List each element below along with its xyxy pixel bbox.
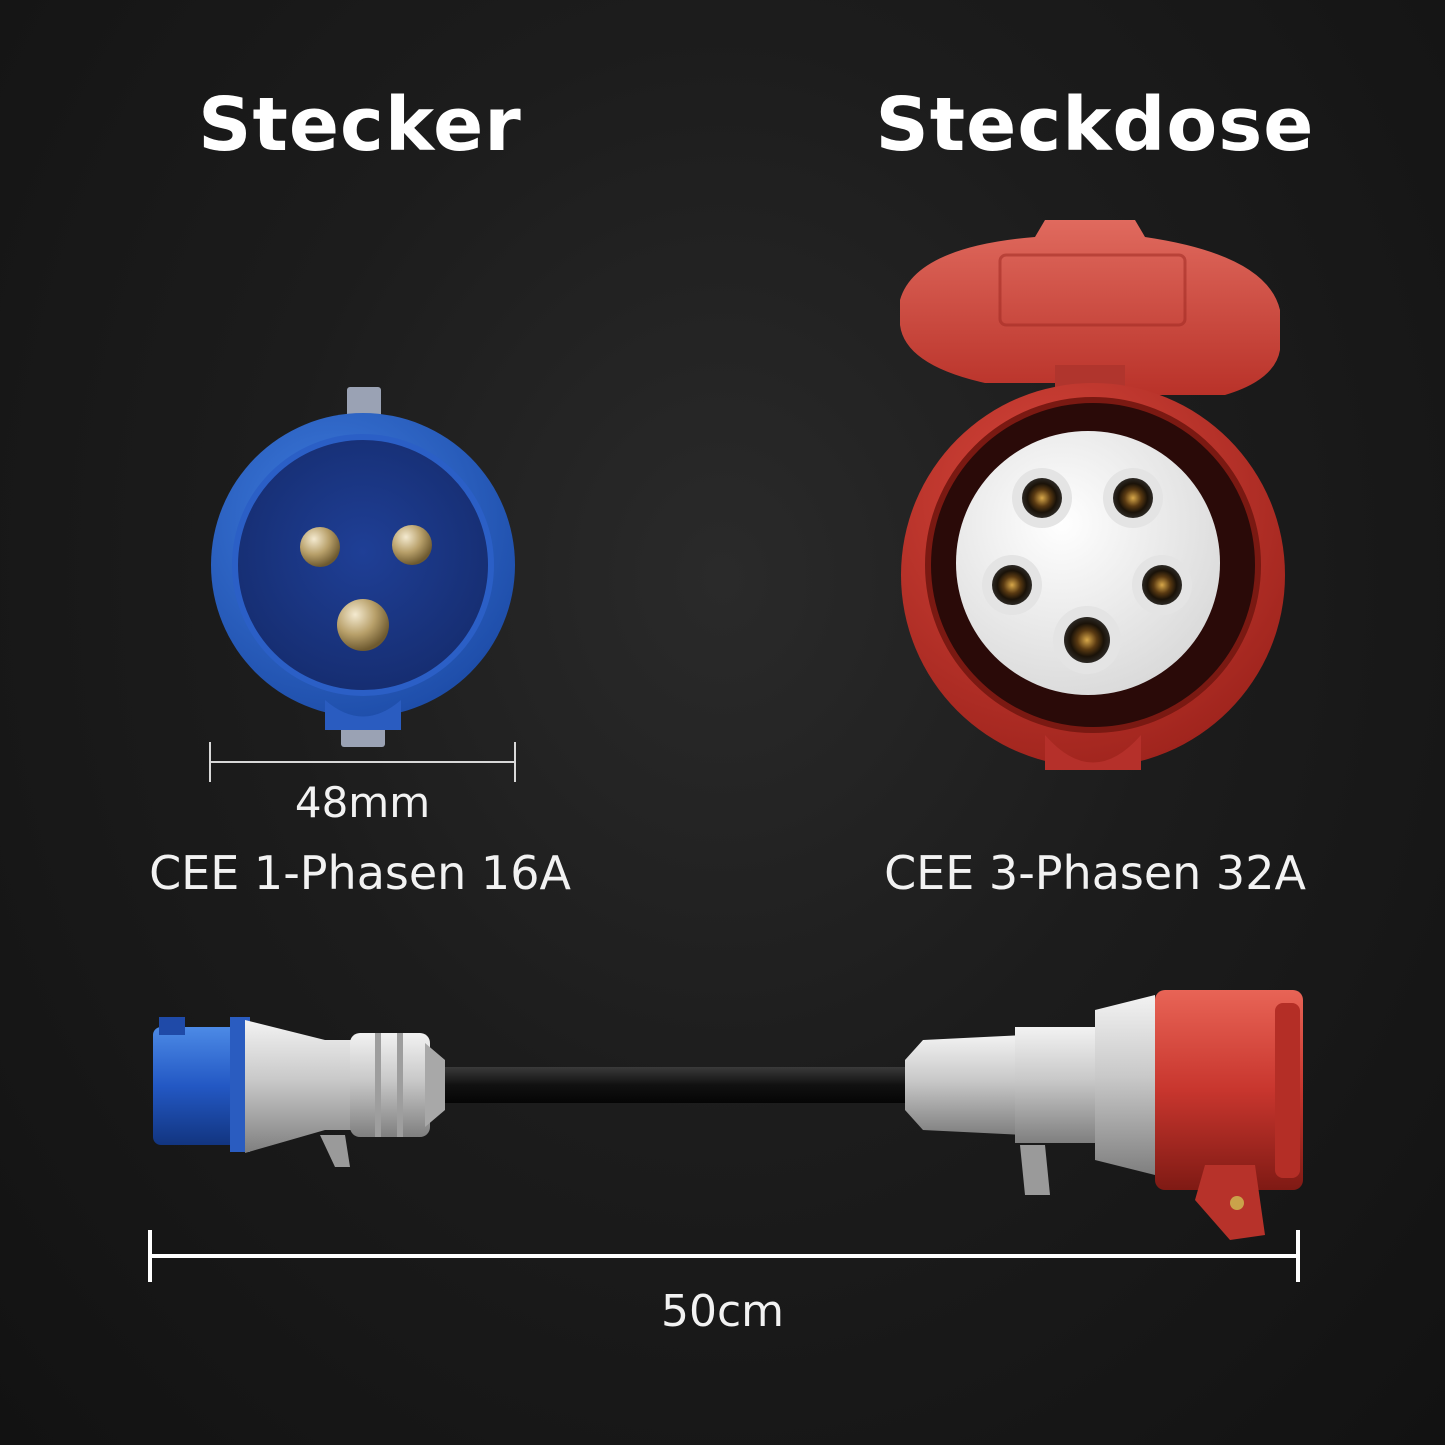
plug-diameter-label: 48mm [294, 778, 431, 827]
plug-heading: Stecker [198, 82, 522, 168]
cable-length-label: 50cm [660, 1286, 785, 1337]
adapter-cable-illustration [153, 990, 1303, 1240]
cee-plug-illustration [211, 387, 515, 747]
cee-socket-illustration [900, 220, 1285, 770]
cable-length-dimension-line [148, 1230, 1300, 1282]
socket-heading: Steckdose [875, 82, 1315, 168]
socket-spec-label: CEE 3-Phasen 32A [884, 846, 1306, 900]
plug-spec-label: CEE 1-Phasen 16A [149, 846, 571, 900]
plug-dimension-line [209, 742, 516, 782]
